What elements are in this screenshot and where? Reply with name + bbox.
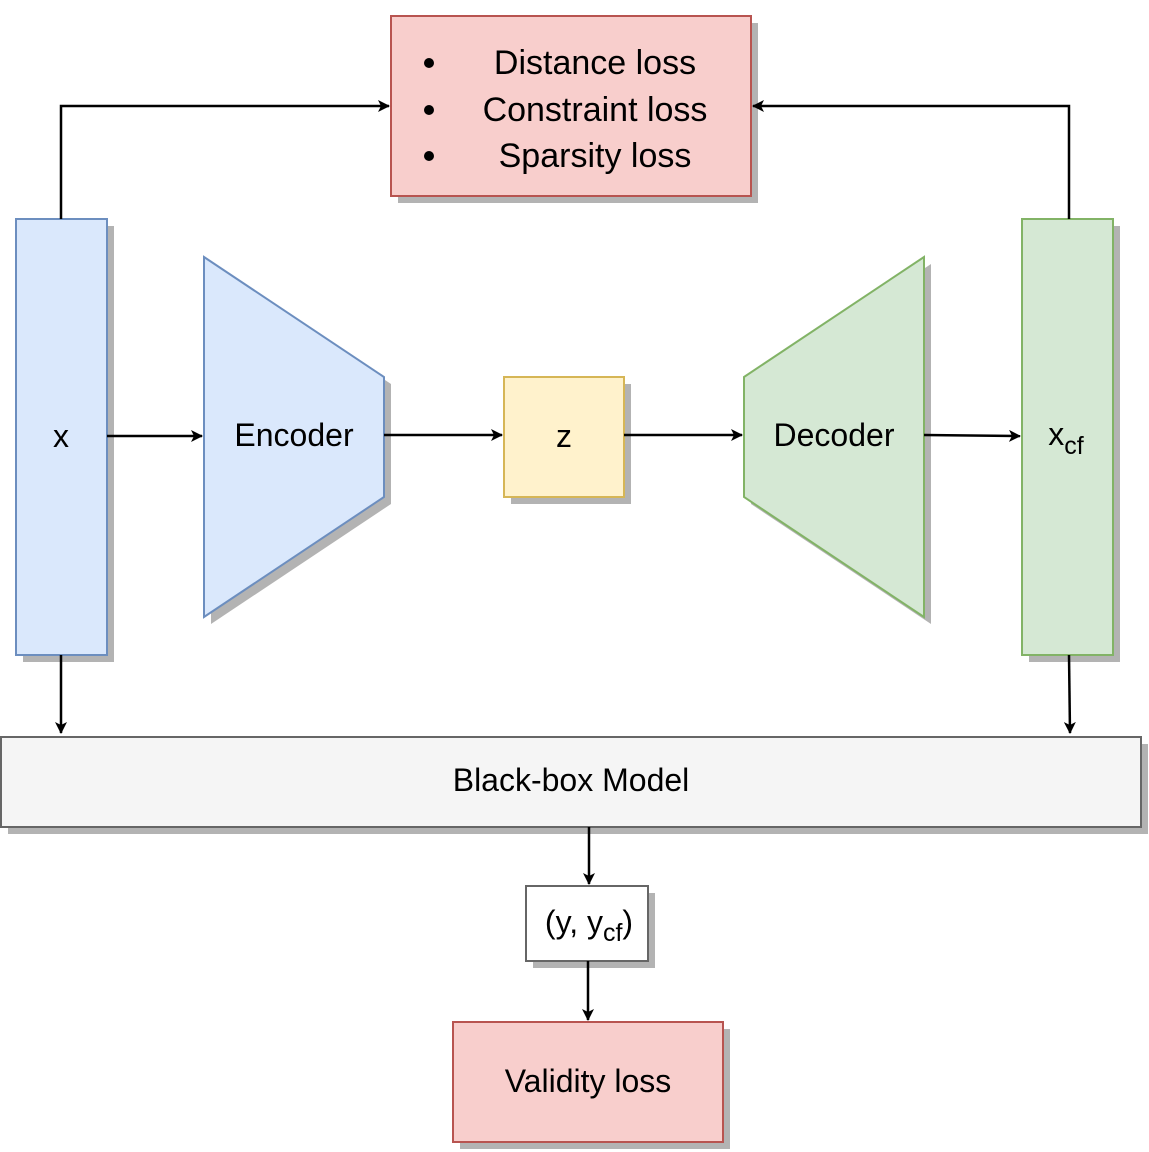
output-xcf-label: xcf	[1048, 416, 1084, 460]
latent-z-label: z	[556, 418, 572, 454]
constraint-loss-label: Constraint loss	[483, 91, 708, 129]
output-xcf-node: xcf	[1021, 218, 1120, 662]
bullet-icon	[424, 151, 434, 161]
decoder-node: Decoder	[743, 255, 931, 624]
prediction-label: (y, ycf)	[545, 904, 633, 947]
decoder-label: Decoder	[774, 417, 895, 453]
prediction-node: (y, ycf)	[525, 885, 655, 968]
black-box-model-node: Black-box Model	[0, 736, 1148, 834]
losses-box: Distance loss Constraint loss Sparsity l…	[390, 15, 758, 203]
edge-xcf-to-blackbox	[1063, 654, 1076, 734]
validity-loss-label: Validity loss	[505, 1063, 672, 1099]
distance-loss-label: Distance loss	[494, 44, 696, 82]
edge-x-to-losses	[59, 100, 390, 219]
input-x-node: x	[15, 218, 114, 662]
encoder-node: Encoder	[203, 255, 391, 624]
validity-loss-node: Validity loss	[452, 1021, 730, 1149]
black-box-model-label: Black-box Model	[453, 762, 690, 798]
sparsity-loss-label: Sparsity loss	[499, 137, 692, 175]
edge-xcf-to-losses	[752, 100, 1071, 219]
bullet-icon	[424, 105, 434, 115]
encoder-label: Encoder	[234, 417, 354, 453]
edges	[55, 100, 1076, 1021]
latent-z-node: z	[503, 376, 631, 504]
input-x-label: x	[53, 418, 69, 454]
bullet-icon	[424, 58, 434, 68]
edge-decoder-to-xcf	[923, 429, 1021, 442]
